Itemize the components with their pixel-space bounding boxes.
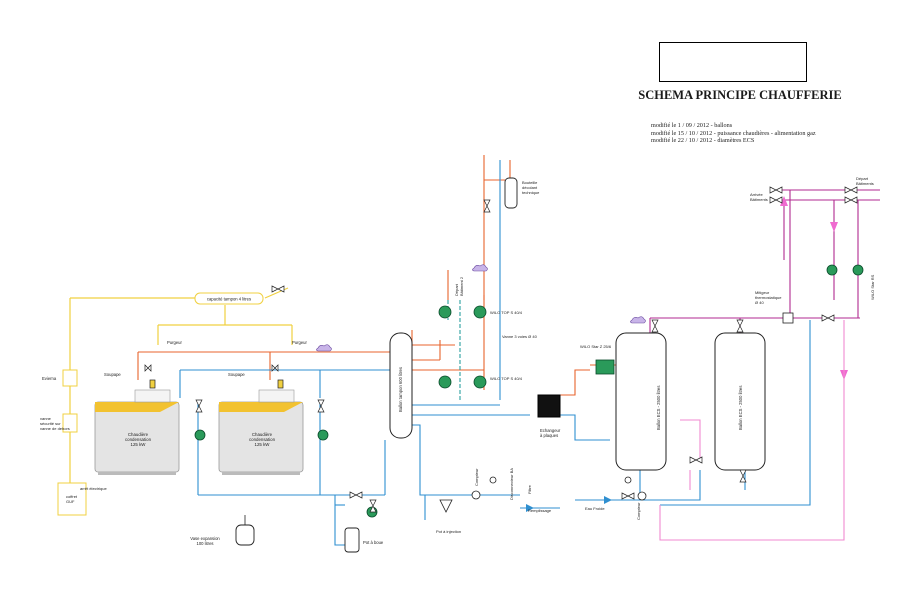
purgeur-1-label: Purgeur xyxy=(167,340,183,345)
ballon-2-label: Ballon ECS - 2500 litres xyxy=(738,386,743,430)
modification-note: modifié le 15 / 10 / 2012 - puissance ch… xyxy=(651,129,816,137)
bouteille-degazeur xyxy=(504,177,518,209)
soupape-2-label: Soupape xyxy=(228,372,245,377)
wilo-star-rs-label: WILO Star RS xyxy=(870,274,875,300)
compteur-2-label: Compteur xyxy=(636,502,641,520)
eau-froide-label: Eau Froide xyxy=(585,506,605,511)
pump-wilo-1-label: WILO TOP S 40/4 xyxy=(490,310,523,315)
pot-injection-label: Pot à injection xyxy=(436,529,461,534)
modification-note: modifié le 22 / 10 / 2012 - diamètres EC… xyxy=(651,137,755,145)
modification-note: modifié le 1 / 09 / 2012 - ballons xyxy=(651,122,733,129)
pump-group-1 xyxy=(194,264,864,518)
evierna-box xyxy=(62,369,78,387)
ecs-lines xyxy=(649,189,880,335)
purple-cloud-3 xyxy=(630,316,646,324)
pump-wilo-2-label: WILO TOP S 40/4 xyxy=(490,376,523,381)
vanne-securite-box xyxy=(62,413,78,433)
ecs-tank-1 xyxy=(615,332,667,471)
valve-symbols xyxy=(195,186,858,513)
meter-symbols xyxy=(471,476,647,501)
plate-heat-exchanger xyxy=(537,394,561,418)
capacite-fioul-box xyxy=(194,292,264,305)
compteur-1-label: Compteur xyxy=(474,468,479,486)
filtre-label: Filtre xyxy=(527,484,532,494)
page-title: SCHEMA PRINCIPE CHAUFFERIE xyxy=(638,88,842,102)
boiler-valves xyxy=(144,364,284,389)
purple-cloud-1 xyxy=(316,344,332,352)
coffret-box xyxy=(57,482,87,516)
ballon-tampon-label: Ballon tampon 600 litres xyxy=(398,367,403,412)
title-block-frame xyxy=(659,42,807,82)
vanne-3-voies-label: Vanne 3 voies Ø 40 xyxy=(502,334,538,339)
purgeur-2-label: Purgeur xyxy=(292,340,308,345)
mitigeur xyxy=(782,312,794,324)
capacite-fioul-label: capacité tampon 4 litres xyxy=(207,297,251,302)
remplissage-label: Remplissage xyxy=(528,508,552,513)
purple-cloud-2 xyxy=(472,264,488,272)
depart-batiment-2-label: DépartBâtiment 2 xyxy=(454,276,464,296)
disconnecteur-label: Disconnecteur BA xyxy=(509,468,514,500)
boiler-2 xyxy=(218,389,304,475)
gas-lines xyxy=(69,287,293,512)
pot-boue-label: Pot à boue xyxy=(363,540,384,545)
pump-wilo-3-label: WILO Star Z 25/6 xyxy=(580,344,612,349)
ballon-1-label: Ballon ECS - 2500 litres xyxy=(656,386,661,430)
evierna-label: Evierna xyxy=(42,376,57,381)
soupape-1-label: Soupape xyxy=(104,372,121,377)
boiler-1 xyxy=(94,389,180,475)
buffer-tank xyxy=(389,332,413,439)
modification-notes: modifié le 1 / 09 / 2012 - ballons modif… xyxy=(651,122,816,145)
pot-injection xyxy=(439,499,453,513)
arret-electrique-label: arrêt électrique xyxy=(80,486,107,491)
hot-lines xyxy=(137,155,630,396)
pot-a-boue xyxy=(344,527,360,553)
expansion-vessel xyxy=(235,515,255,546)
